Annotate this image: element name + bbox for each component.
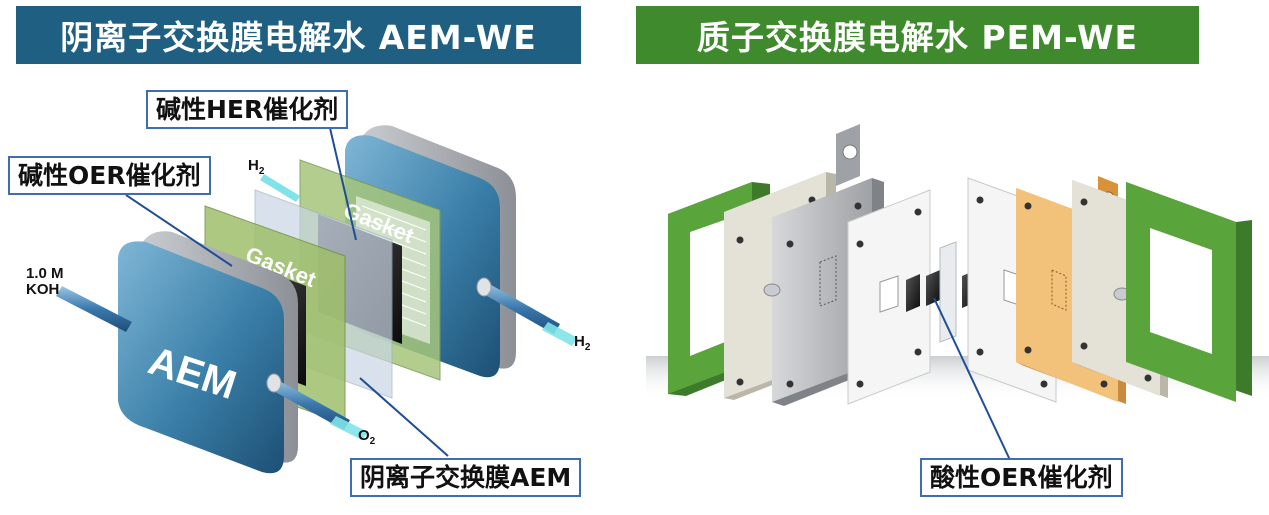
koh-concentration: 1.0 M <box>26 265 64 282</box>
pem-assembly <box>646 124 1269 461</box>
h2-top-subscript: 2 <box>258 166 265 177</box>
aem-oer-catalyst-callout: 碱性OER催化剂 <box>8 156 211 195</box>
aem-h2-outlet-pipe <box>480 282 560 334</box>
aem-assembly: Gasket Gasket AEM <box>56 125 578 474</box>
aem-koh-inlet-pipe <box>56 286 132 332</box>
koh-name: KOH <box>26 280 60 298</box>
pem-oer-catalyst-callout: 酸性OER催化剂 <box>920 458 1123 497</box>
aem-title-banner: 阴离子交换膜电解水 AEM-WE <box>16 6 581 64</box>
aem-o2-outlet-pipe <box>268 378 350 430</box>
aem-koh-inlet-label: 1.0 M KOH <box>26 266 64 298</box>
aem-o2-label: O2 <box>358 428 375 448</box>
o2-subscript: 2 <box>369 436 376 447</box>
h2-right-subscript: 2 <box>584 342 591 353</box>
o2-symbol: O <box>358 427 370 444</box>
pem-leader-line <box>933 297 1011 461</box>
pem-left-gasket-plate <box>847 189 931 405</box>
aem-her-catalyst-callout: 碱性HER催化剂 <box>146 90 349 129</box>
aem-h2-top-label: H2 <box>248 158 264 178</box>
aem-h2-top-outlet <box>260 174 300 202</box>
pem-right-frame <box>1126 182 1252 402</box>
h2-top-symbol: H <box>248 157 259 174</box>
aem-membrane-callout: 阴离子交换膜AEM <box>350 458 582 497</box>
aem-h2-right-label: H2 <box>574 334 590 354</box>
h2-right-symbol: H <box>574 333 585 350</box>
aem-leader-lines <box>125 127 449 457</box>
pem-title-banner: 质子交换膜电解水 PEM-WE <box>636 6 1199 64</box>
aem-front-end-plate <box>118 231 298 474</box>
